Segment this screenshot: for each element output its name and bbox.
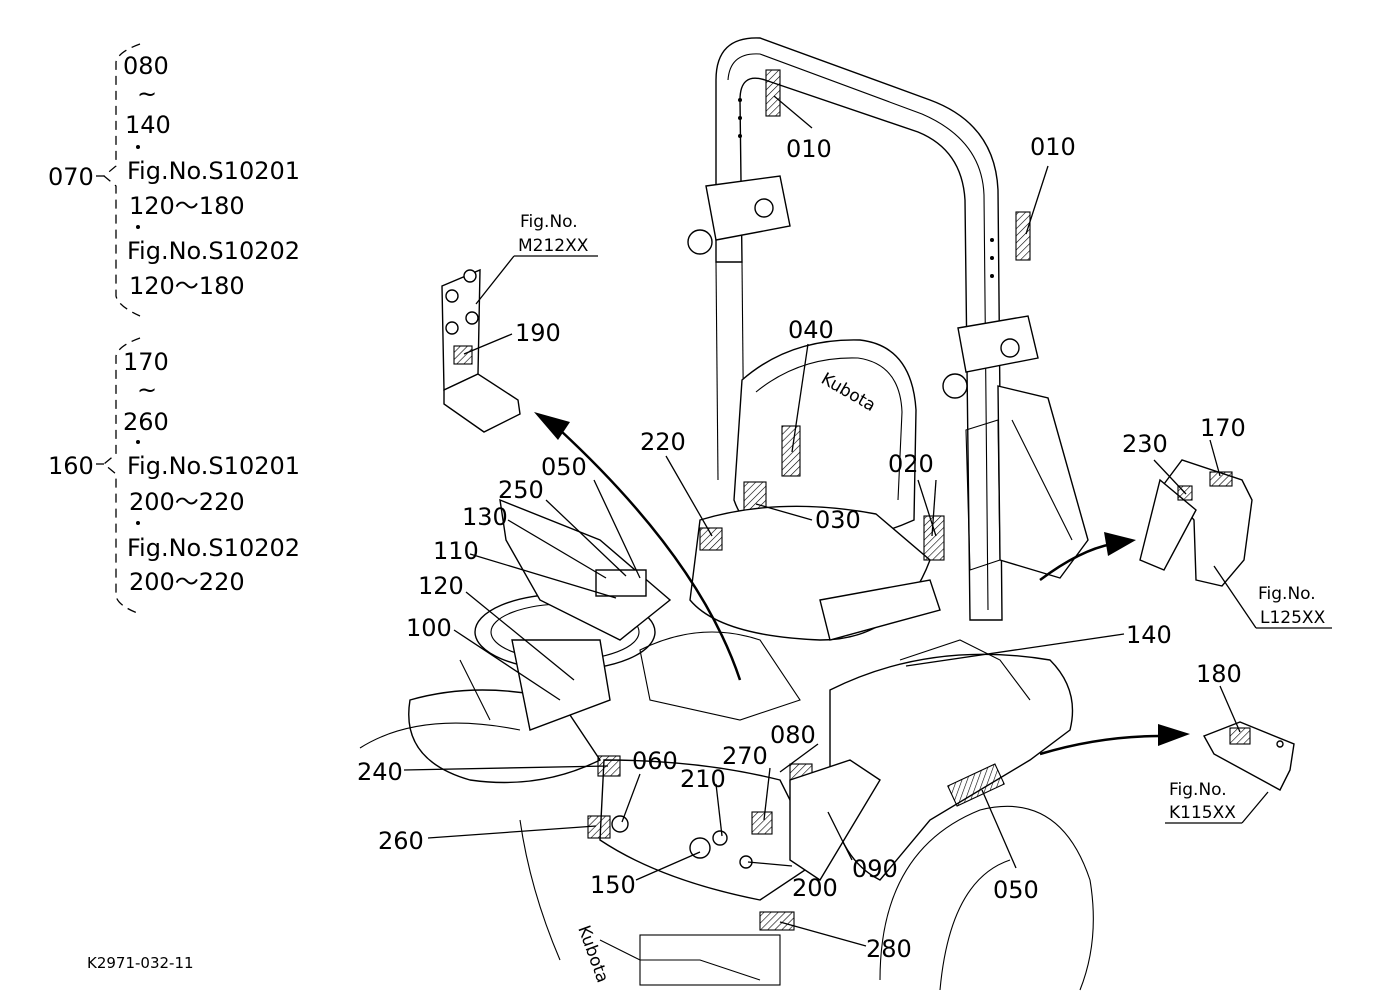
reference-arrows: [534, 412, 1190, 756]
bracket-line: Fig.No.S10201: [127, 452, 300, 480]
callout-090: 090: [852, 855, 898, 883]
callout-010: 010: [1030, 133, 1076, 161]
bracket-line: 260: [123, 408, 169, 436]
bracket-line: Fig.No.S10202: [127, 534, 300, 562]
callout-260: 260: [378, 827, 424, 855]
bracket-group-070: 070 080 ~ 140 Fig.No.S10201 120～180 Fig.…: [48, 43, 300, 317]
callout-120: 120: [418, 572, 464, 600]
callout-190: 190: [515, 319, 561, 347]
callout-030: 030: [815, 506, 861, 534]
operator-seat: Kubota: [689, 339, 945, 641]
bracket-line: Fig.No.S10201: [127, 157, 300, 185]
fig-ref-m212-line1: Fig.No.: [520, 212, 578, 232]
callout-110: 110: [433, 537, 479, 565]
callout-220: 220: [640, 428, 686, 456]
fender: [829, 639, 1074, 881]
callout-240: 240: [357, 758, 403, 786]
bracket-group-160: 160 170 ~ 260 Fig.No.S10201 200～220 Fig.…: [48, 337, 300, 615]
callout-050: 050: [993, 876, 1039, 904]
callout-280: 280: [866, 935, 912, 963]
detail-k115: Fig.No. K115XX: [1165, 721, 1295, 824]
fig-ref-k115-line2: K115XX: [1169, 803, 1236, 823]
callout-200: 200: [792, 874, 838, 902]
callout-140: 140: [1126, 621, 1172, 649]
steering-area: Kubota: [359, 498, 881, 986]
callout-250: 250: [498, 476, 544, 504]
bracket-line: 120～180: [129, 192, 245, 220]
hood-brand-mark: Kubota: [573, 923, 612, 986]
callout-130: 130: [462, 503, 508, 531]
callout-270: 270: [722, 742, 768, 770]
bracket-line: 200～220: [129, 488, 245, 516]
callouts: 010 010 020 030 040 050 050 060 080 090 …: [357, 95, 1246, 963]
drawing-id: K2971-032-11: [87, 954, 194, 972]
detail-l125: Fig.No. L125XX: [1139, 459, 1332, 629]
bracket-line: Fig.No.S10202: [127, 237, 300, 265]
rops-frame: [687, 37, 1039, 621]
bracket-line: 080: [123, 52, 169, 80]
fig-ref-k115-line1: Fig.No.: [1169, 780, 1227, 800]
callout-170: 170: [1200, 414, 1246, 442]
callout-160: 160: [48, 452, 94, 480]
callout-070: 070: [48, 163, 94, 191]
callout-040: 040: [788, 316, 834, 344]
bracket-line: 140: [125, 111, 171, 139]
callout-150: 150: [590, 871, 636, 899]
bracket-line: ~: [137, 80, 157, 108]
fig-ref-l125-line2: L125XX: [1260, 608, 1326, 628]
detail-m212: Fig.No. M212XX: [441, 212, 598, 433]
callout-060: 060: [632, 747, 678, 775]
callout-050: 050: [541, 453, 587, 481]
rear-tire: [879, 805, 1094, 991]
fig-ref-m212-line2: M212XX: [518, 236, 589, 256]
fig-ref-l125-line1: Fig.No.: [1258, 584, 1316, 604]
callout-080: 080: [770, 721, 816, 749]
callout-100: 100: [406, 614, 452, 642]
bracket-line: 170: [123, 348, 169, 376]
callout-180: 180: [1196, 660, 1242, 688]
callout-010: 010: [786, 135, 832, 163]
bracket-line: 200～220: [129, 568, 245, 596]
callout-210: 210: [680, 765, 726, 793]
bracket-line: 120～180: [129, 272, 245, 300]
callout-230: 230: [1122, 430, 1168, 458]
bracket-line: ~: [137, 376, 157, 404]
callout-020: 020: [888, 450, 934, 478]
